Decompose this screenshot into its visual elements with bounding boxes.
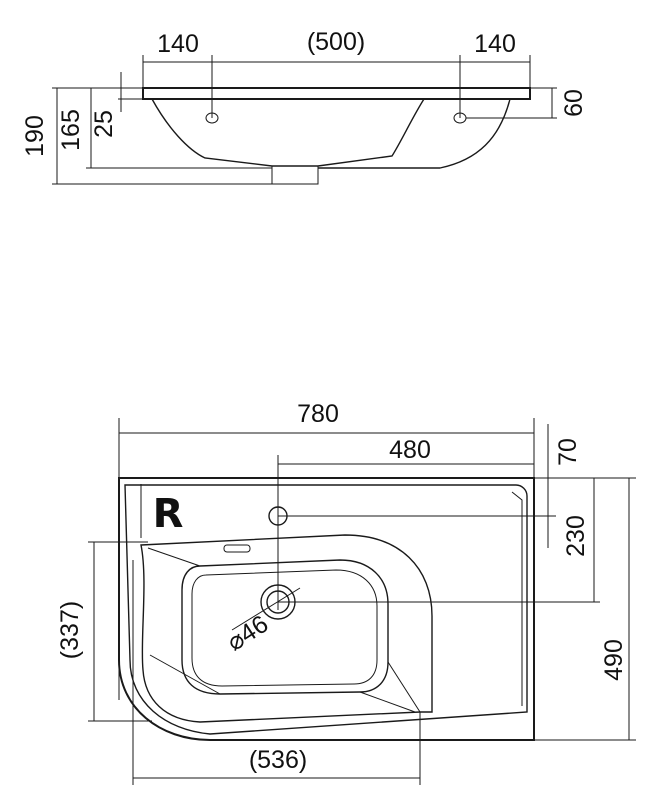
top-drain-inner xyxy=(266,590,290,614)
side-tap-hole-left xyxy=(205,112,219,124)
side-dim-165: 165 xyxy=(57,109,85,151)
side-dim-25: 25 xyxy=(90,110,118,138)
top-outline-inner xyxy=(124,484,528,735)
side-basin-outer xyxy=(318,98,511,169)
top-basin-rim xyxy=(140,534,433,723)
top-tap-hole xyxy=(268,506,288,526)
side-drain xyxy=(271,165,319,185)
top-dim-70: 70 xyxy=(554,438,582,466)
top-dim-337: (337) xyxy=(56,601,84,659)
side-dim-left-140: 140 xyxy=(157,30,199,58)
top-overflow-slot xyxy=(223,544,251,553)
top-outline-outer xyxy=(118,477,535,741)
top-dim-230: 230 xyxy=(562,515,590,557)
variant-mark-R: R xyxy=(153,491,184,537)
top-drain-outer xyxy=(260,584,296,620)
top-dim-drain-46: ⌀46 xyxy=(222,610,273,657)
top-dim-480: 480 xyxy=(389,436,431,464)
top-dim-536: (536) xyxy=(249,746,307,774)
side-view: 140 (500) 140 60 190 165 25 xyxy=(21,28,588,185)
side-basin-body xyxy=(151,98,425,167)
top-dim-780: 780 xyxy=(297,400,339,428)
side-countertop xyxy=(142,87,531,100)
top-basin-bowl xyxy=(181,559,389,695)
side-dim-500: (500) xyxy=(307,28,365,56)
top-dim-490: 490 xyxy=(600,639,628,681)
side-dim-190: 190 xyxy=(21,115,49,157)
top-view: 780 480 70 230 490 (337) (536) xyxy=(56,400,636,785)
side-dim-right-140: 140 xyxy=(474,30,516,58)
side-dim-60: 60 xyxy=(560,89,588,117)
